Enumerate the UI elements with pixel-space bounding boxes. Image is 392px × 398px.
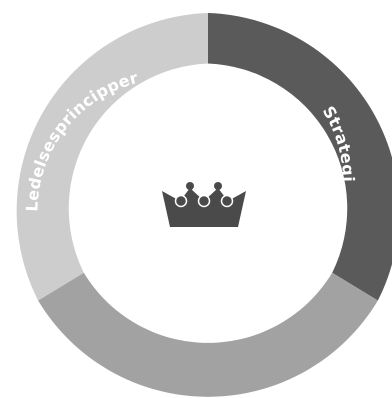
crown-icon [162,182,246,227]
segment-ledelsesprincipper[interactable] [16,13,208,301]
segment-strategi[interactable] [208,13,392,301]
segment-code-of-conduct[interactable] [38,272,378,397]
